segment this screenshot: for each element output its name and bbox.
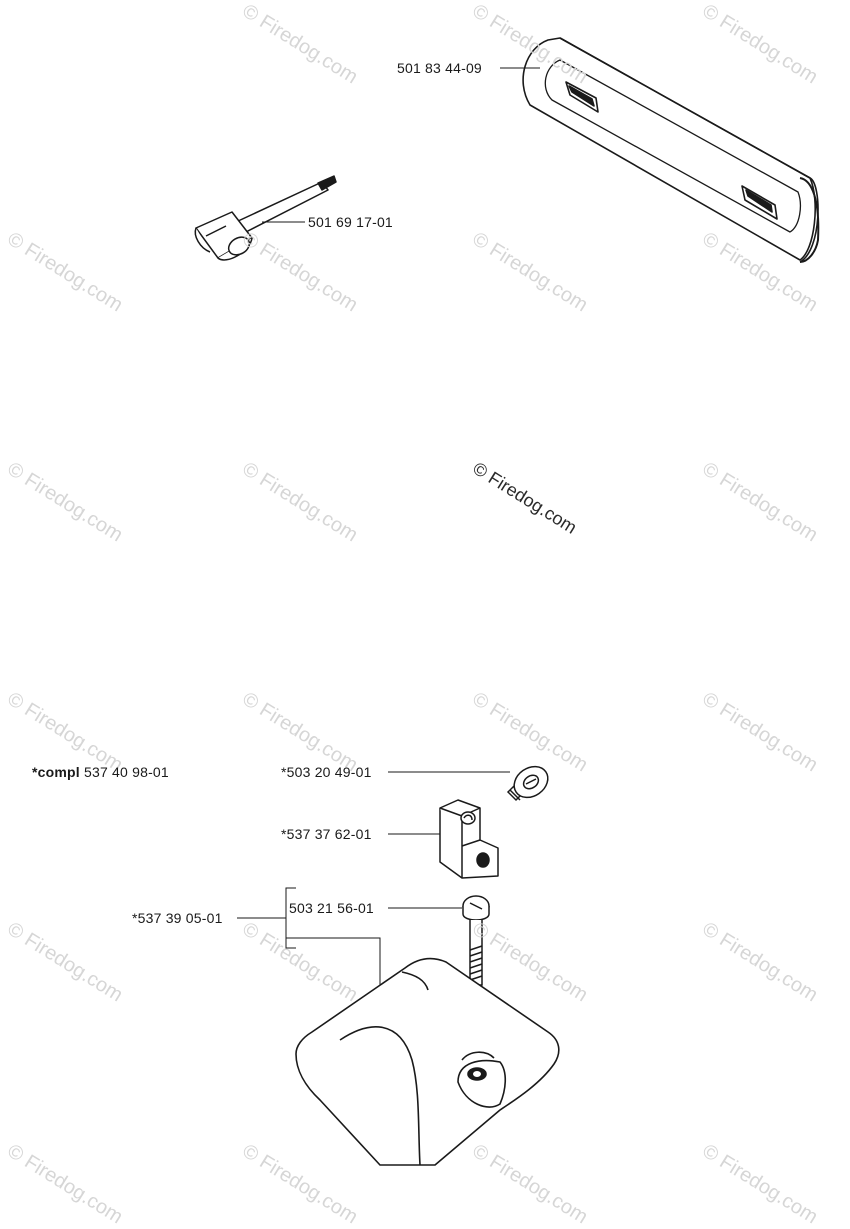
- part-label-screw-long: 503 21 56-01: [289, 900, 374, 916]
- parts-diagram: [194, 37, 820, 1166]
- compl-prefix: *compl: [32, 764, 80, 780]
- part-label-compl: *compl 537 40 98-01: [32, 764, 169, 780]
- part-label-cover: *537 39 05-01: [132, 910, 223, 926]
- part-label-screw-top: *503 20 49-01: [281, 764, 372, 780]
- screw-long-drawing: [462, 895, 490, 1058]
- part-label-combi-wrench: 501 69 17-01: [308, 214, 393, 230]
- scabbard-drawing: [522, 37, 820, 263]
- part-label-block: *537 37 62-01: [281, 826, 372, 842]
- compl-number: 537 40 98-01: [83, 764, 169, 780]
- cover-drawing: [295, 957, 560, 1166]
- part-label-scabbard: 501 83 44-09: [397, 60, 482, 76]
- combi-wrench-drawing: [194, 175, 337, 261]
- assembly-leaders: [237, 771, 510, 985]
- screw-top-drawing: [506, 765, 549, 802]
- block-drawing: [439, 799, 499, 879]
